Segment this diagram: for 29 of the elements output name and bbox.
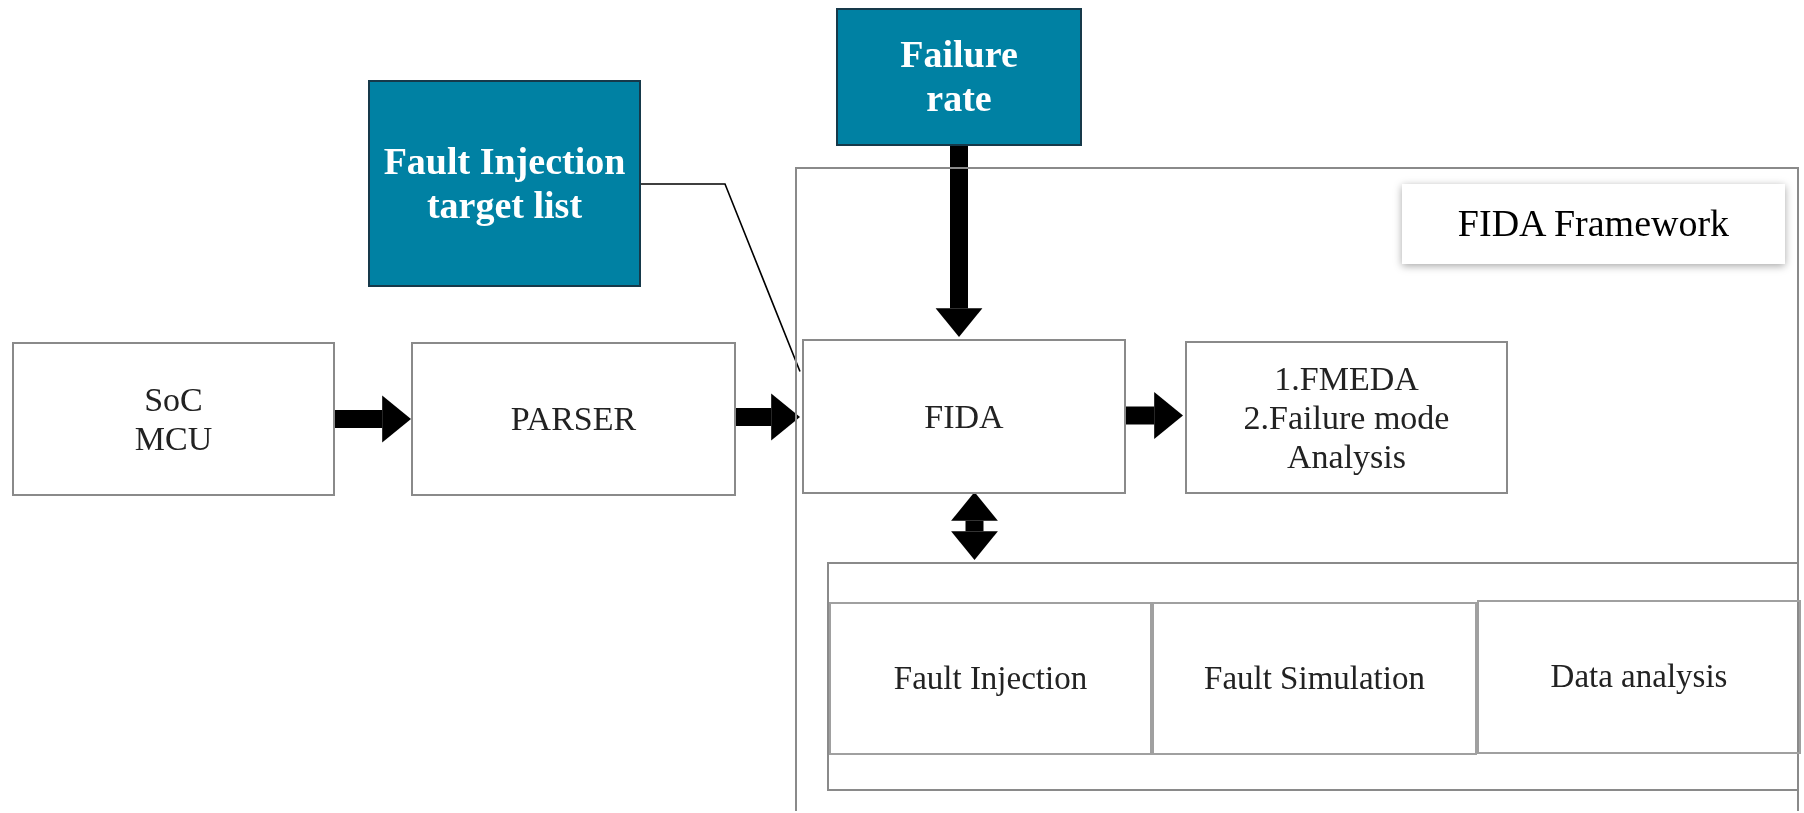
- node-label: Fault Injection target list: [382, 139, 627, 228]
- arrow: [935, 146, 983, 337]
- node-label: Fault Simulation: [1204, 659, 1425, 698]
- node-label: MCU: [134, 419, 213, 459]
- node-label: PARSER: [510, 399, 637, 439]
- node-label: FIDA: [924, 396, 1004, 437]
- container-box: [827, 562, 1799, 791]
- process-box: [12, 342, 335, 496]
- frame-title: FIDA Framework: [1402, 184, 1785, 264]
- arrow: [1124, 392, 1183, 439]
- module-box: [1477, 600, 1801, 754]
- module-box: [1152, 602, 1477, 755]
- node-label: 2.Failure mode Analysis: [1242, 397, 1451, 477]
- node-label: Fault Injection: [893, 659, 1088, 698]
- arrow: [335, 395, 411, 443]
- process-box: [1185, 341, 1508, 494]
- process-box: [411, 342, 736, 496]
- leader-line: [640, 183, 801, 373]
- framework-frame: [795, 167, 1799, 811]
- double-arrow: [951, 492, 998, 560]
- module-box: [829, 602, 1152, 755]
- node-label: Failure rate: [899, 33, 1019, 121]
- node-label: Data analysis: [1550, 658, 1728, 696]
- node-label: 1.FMEDA: [1274, 358, 1419, 398]
- input-box: [836, 8, 1082, 146]
- process-box: [802, 339, 1126, 494]
- arrow: [736, 393, 800, 441]
- node-label: SoC: [144, 379, 203, 419]
- input-box: [368, 80, 641, 287]
